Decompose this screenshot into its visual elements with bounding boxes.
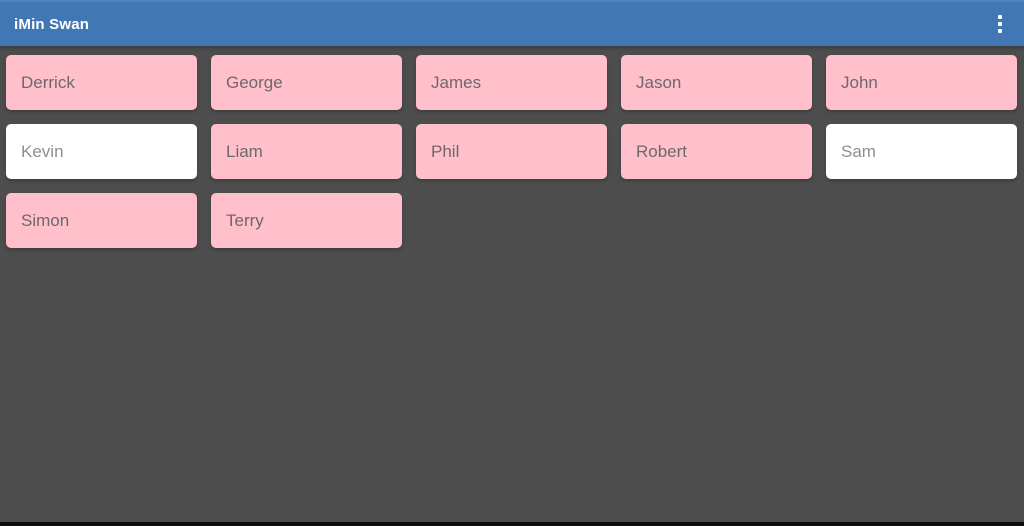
name-card[interactable]: Jason [621, 55, 812, 110]
name-card[interactable]: John [826, 55, 1017, 110]
overflow-menu-icon[interactable] [992, 11, 1008, 37]
name-card[interactable]: George [211, 55, 402, 110]
card-label: Kevin [21, 141, 64, 161]
name-card[interactable]: Terry [211, 193, 402, 248]
name-card[interactable]: Kevin [6, 124, 197, 179]
kebab-dot [998, 29, 1002, 33]
card-label: Phil [431, 141, 460, 161]
name-card[interactable]: Robert [621, 124, 812, 179]
name-card[interactable]: Sam [826, 124, 1017, 179]
bottom-edge [0, 522, 1024, 526]
card-label: Terry [226, 210, 264, 230]
name-card[interactable]: James [416, 55, 607, 110]
cards-grid: Derrick George James Jason John Kevin Li… [0, 46, 1024, 526]
name-card[interactable]: Simon [6, 193, 197, 248]
card-label: Sam [841, 141, 876, 161]
kebab-dot [998, 22, 1002, 26]
app-title: iMin Swan [14, 15, 90, 33]
card-label: George [226, 72, 283, 92]
name-card[interactable]: Derrick [6, 55, 197, 110]
name-card[interactable]: Liam [211, 124, 402, 179]
card-label: John [841, 72, 878, 92]
card-label: James [431, 72, 482, 92]
card-label: Liam [226, 141, 263, 161]
name-card[interactable]: Phil [416, 124, 607, 179]
app-bar: iMin Swan [0, 0, 1024, 46]
card-label: Simon [21, 210, 70, 230]
card-label: Derrick [21, 72, 75, 92]
card-label: Robert [636, 141, 688, 161]
card-label: Jason [636, 72, 682, 92]
kebab-dot [998, 15, 1002, 19]
